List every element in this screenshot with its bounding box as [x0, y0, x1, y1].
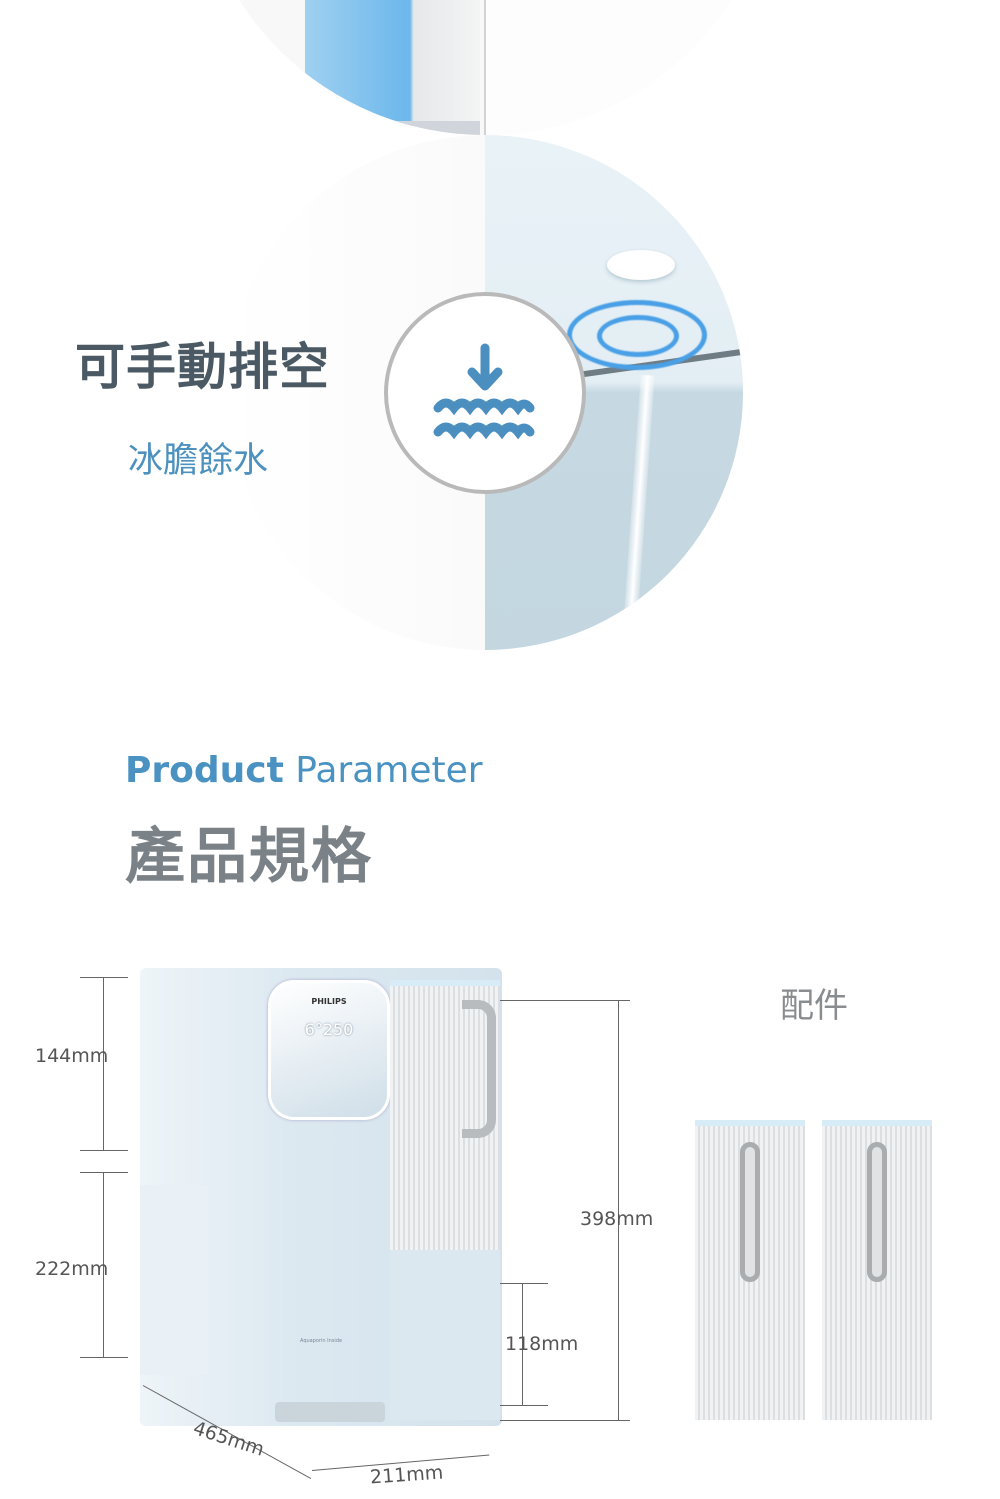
accessory-handle-1 [740, 1142, 760, 1282]
title-en-rest: Parameter [283, 750, 483, 791]
filter-cartridge-image [305, 0, 480, 135]
dim-line-398 [618, 1000, 619, 1420]
dim-line-222 [103, 1172, 104, 1357]
dim-tick [500, 1000, 630, 1001]
product-label: Aquaporin Inside [300, 1338, 343, 1344]
dim-label-222: 222mm [35, 1258, 109, 1280]
dim-tick [80, 977, 128, 978]
section-title-cn: 產品規格 [125, 822, 373, 892]
pitcher-handle [462, 1000, 496, 1138]
dim-label-398: 398mm [580, 1208, 654, 1230]
control-panel: PHILIPS 6°250 [268, 980, 390, 1120]
dim-label-118: 118mm [505, 1333, 579, 1355]
drip-tray [275, 1402, 385, 1422]
dim-tick [80, 1150, 128, 1151]
dim-line-144 [103, 977, 104, 1150]
pitcher [390, 980, 500, 1250]
feature-subtitle: 冰膽餘水 [128, 441, 269, 481]
dim-tick [500, 1283, 548, 1284]
dim-label-144: 144mm [35, 1045, 109, 1067]
brand-logo: PHILIPS [311, 997, 347, 1006]
dim-tick [80, 1172, 128, 1173]
dim-tick [80, 1357, 128, 1358]
side-panel [140, 1185, 208, 1375]
accessories-title: 配件 [780, 986, 848, 1026]
dim-tick [500, 1420, 630, 1421]
title-en-bold: Product [125, 750, 284, 791]
section-title-en: Product Parameter [125, 750, 483, 791]
drain-water-icon [433, 343, 535, 440]
dim-line-118 [522, 1283, 523, 1405]
feature-title: 可手動排空 [75, 338, 330, 396]
accessory-handle-2 [867, 1142, 887, 1282]
pitcher-base [390, 1250, 500, 1420]
dim-tick [500, 1405, 548, 1406]
display-readout: 6°250 [304, 1020, 354, 1039]
drain-icon-badge [384, 292, 586, 494]
dim-label-211: 211mm [369, 1461, 444, 1489]
